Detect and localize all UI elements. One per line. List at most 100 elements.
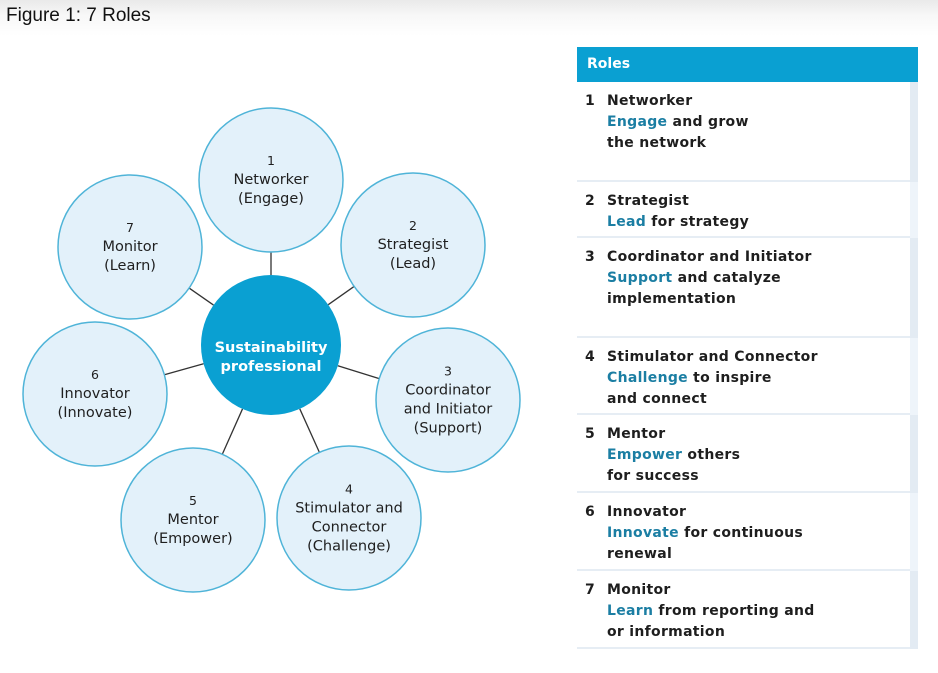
role-description: Learn from reporting and (607, 601, 897, 622)
role-description: Innovate for continuous (607, 523, 897, 544)
role-desc-rest: for continuous (678, 525, 804, 541)
role-number: 2 (585, 193, 595, 209)
role-desc-line2: renewal (607, 546, 673, 562)
role-node-label: (Innovate) (58, 405, 133, 421)
center-label-line1: Sustainability (215, 340, 328, 356)
role-node-label: (Engage) (238, 191, 304, 207)
figure-title: Figure 1: 7 Roles (6, 5, 151, 26)
role-name: Innovator (607, 504, 687, 520)
role-desc-line2: implementation (607, 291, 737, 307)
role-node-label: Networker (234, 172, 309, 188)
role-keyword: Engage (607, 114, 668, 130)
connector-line (327, 285, 355, 306)
role-keyword: Learn (607, 603, 654, 619)
role-node-circle (340, 172, 486, 318)
role-name: Strategist (607, 193, 690, 209)
center-node: Sustainability professional (201, 275, 341, 415)
role-node-label: (Learn) (104, 258, 156, 274)
role-node-label: Mentor (167, 512, 218, 528)
role-node-number: 3 (444, 364, 452, 379)
role-node-label: Coordinator (405, 383, 490, 399)
role-name: Mentor (607, 426, 666, 442)
role-description: Engage and grow (607, 112, 897, 133)
role-node-number: 6 (91, 367, 99, 382)
connector-line (299, 408, 320, 453)
top-band (0, 0, 938, 36)
center-circle (201, 275, 341, 415)
role-keyword: Challenge (607, 370, 688, 386)
role-desc-line2: and connect (607, 391, 707, 407)
role-keyword: Empower (607, 447, 683, 463)
role-node-number: 2 (409, 218, 417, 233)
connector-line (221, 408, 244, 455)
role-node-label: Innovator (60, 386, 130, 402)
role-number: 3 (585, 249, 595, 265)
role-node-number: 4 (345, 482, 353, 497)
role-number: 1 (585, 93, 595, 109)
role-keyword: Innovate (607, 525, 679, 541)
role-desc-rest: and catalyze (672, 270, 781, 286)
role-desc-rest: to inspire (687, 370, 772, 386)
role-node-circle (22, 321, 168, 467)
role-node-label: Monitor (102, 239, 157, 255)
role-number: 5 (585, 426, 595, 442)
roles-diagram: 1Networker(Engage)2Strategist(Lead)3Coor… (22, 107, 521, 593)
role-desc-line2: for success (607, 468, 699, 484)
role-node-number: 7 (126, 220, 134, 235)
role-desc-line2: the network (607, 135, 707, 151)
role-description: Challenge to inspire (607, 368, 897, 389)
role-desc-line2: or information (607, 624, 726, 640)
role-keyword: Support (607, 270, 673, 286)
role-name: Coordinator and Initiator (607, 249, 812, 265)
role-node-circle (120, 447, 266, 593)
center-label-line2: professional (221, 359, 322, 375)
role-desc-rest: others (682, 447, 741, 463)
role-node-number: 1 (267, 153, 275, 168)
role-name: Networker (607, 93, 693, 109)
role-number: 7 (585, 582, 595, 598)
role-number: 6 (585, 504, 595, 520)
role-node-label: (Empower) (153, 531, 232, 547)
role-node-label: (Challenge) (307, 539, 391, 555)
role-name: Stimulator and Connector (607, 349, 818, 365)
role-node-label: Connector (312, 520, 387, 536)
role-description: Support and catalyze (607, 268, 897, 289)
connector-line (188, 287, 214, 306)
role-nodes: 1Networker(Engage)2Strategist(Lead)3Coor… (22, 107, 521, 593)
connector-line (337, 365, 380, 380)
role-name: Monitor (607, 582, 671, 598)
roles-table-header: Roles (577, 47, 918, 82)
connector-line (164, 363, 204, 376)
role-node-label: Strategist (378, 237, 449, 253)
role-node-label: (Support) (414, 421, 483, 437)
role-node-label: and Initiator (404, 402, 493, 418)
role-node-number: 5 (189, 493, 197, 508)
role-number: 4 (585, 349, 595, 365)
role-desc-rest: and grow (667, 114, 749, 130)
role-node-label: Stimulator and (295, 501, 403, 517)
role-desc-rest: for strategy (646, 214, 750, 230)
role-node-circle (57, 174, 203, 320)
role-node-circle (276, 445, 422, 591)
